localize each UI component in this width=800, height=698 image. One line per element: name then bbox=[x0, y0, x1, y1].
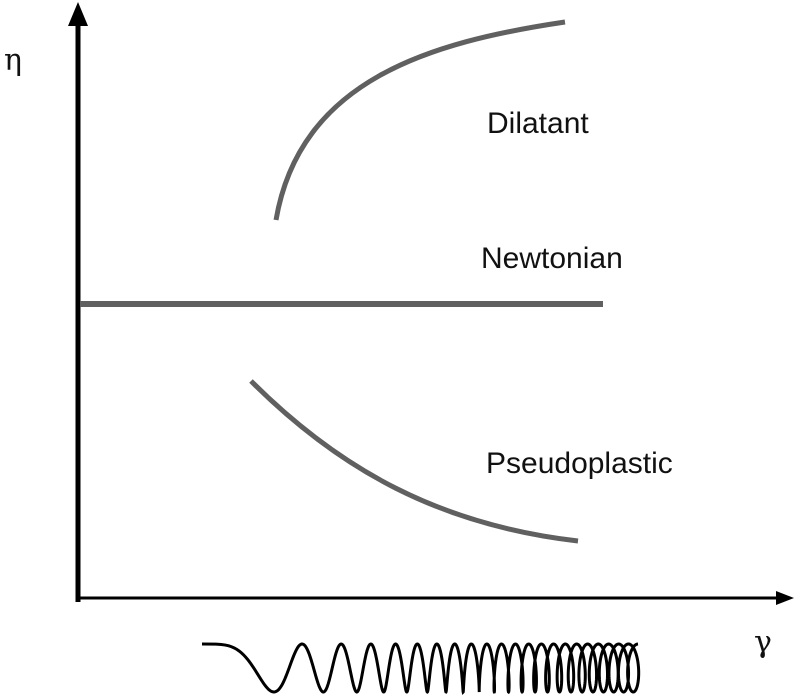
shear-rate-spring-icon bbox=[201, 642, 641, 695]
pseudoplastic-label: Pseudoplastic bbox=[486, 447, 673, 480]
x-axis bbox=[76, 591, 794, 605]
pseudoplastic-curve bbox=[249, 379, 579, 544]
x-axis-arrowhead bbox=[776, 591, 794, 605]
dilatant-label: Dilatant bbox=[487, 107, 589, 140]
dilatant-curve bbox=[273, 19, 566, 221]
newtonian-label: Newtonian bbox=[481, 242, 623, 275]
y-axis-arrowhead bbox=[68, 2, 88, 26]
x-axis-label: γ bbox=[754, 625, 772, 660]
y-axis bbox=[68, 2, 88, 602]
y-axis-label: η bbox=[4, 43, 22, 78]
